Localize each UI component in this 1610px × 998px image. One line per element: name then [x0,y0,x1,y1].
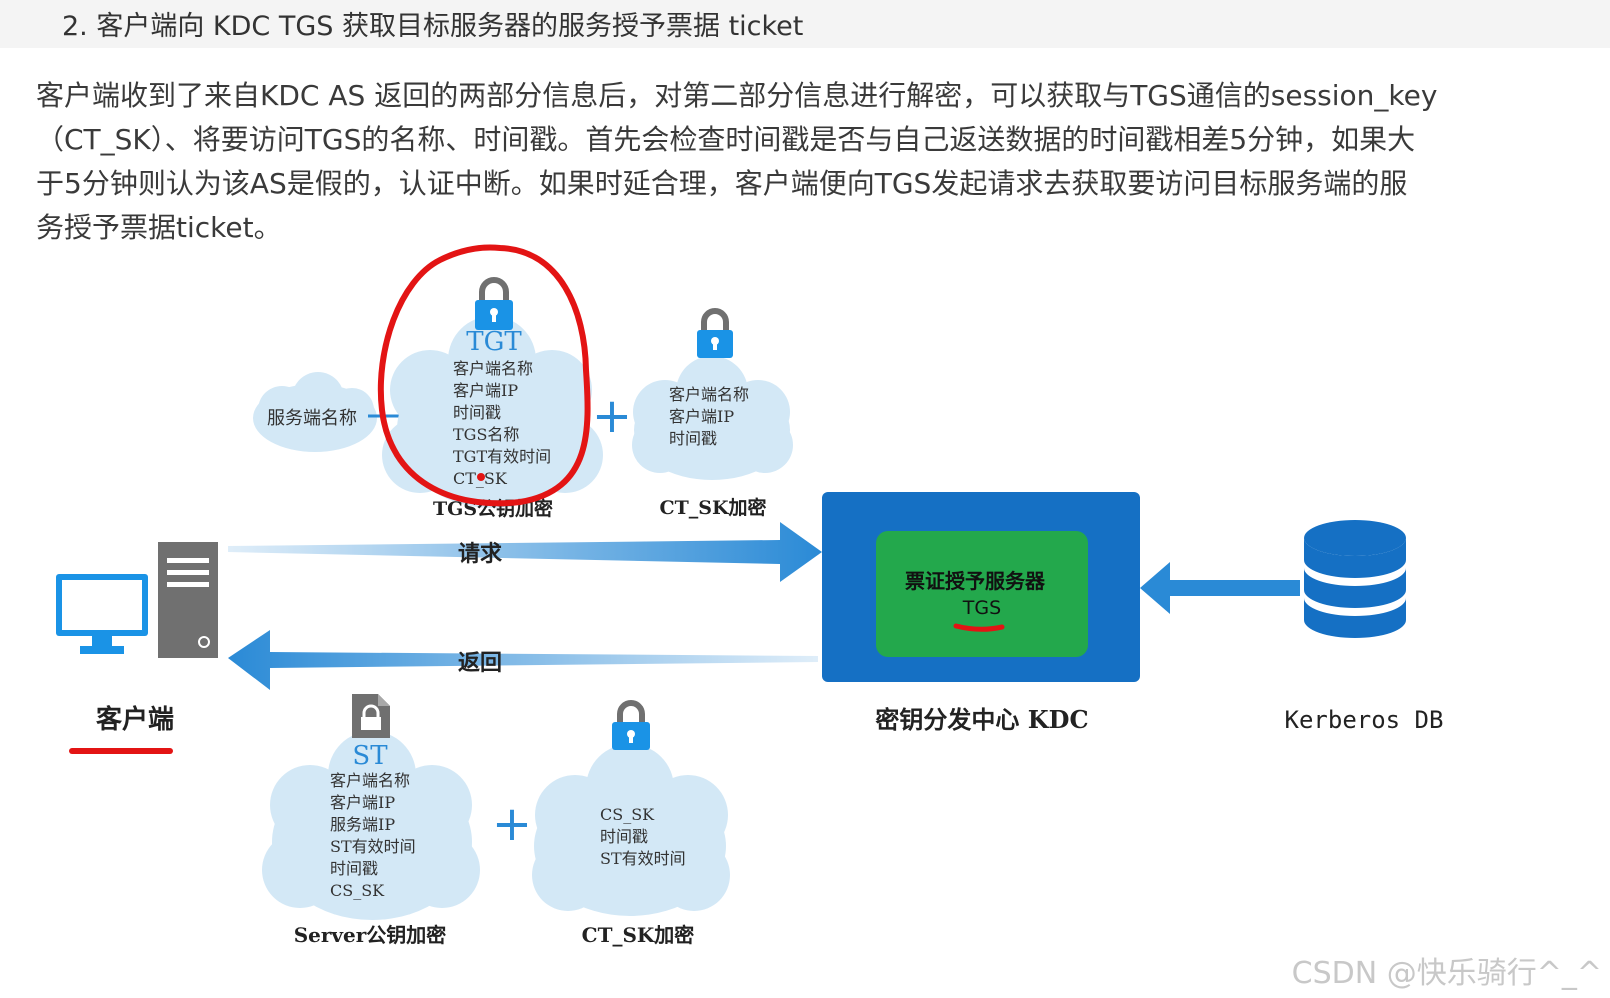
request-arrow-label: 请求 [458,541,502,567]
document-lock-icon [352,694,390,738]
service-name-cloud: 服务端名称 [253,372,377,452]
tgt-cloud [382,316,603,508]
request-arrow [228,522,822,582]
paragraph-line: 务授予票据ticket。 [36,211,282,244]
red-dot-annotation [477,473,485,481]
tgt-field: 时间戳 [453,403,501,422]
client-label: 客户端 [96,704,174,735]
kdc-caption: 密钥分发中心 KDC [875,705,1088,734]
description-paragraph: 客户端收到了来自KDC AS 返回的两部分信息后，对第二部分信息进行解密，可以获… [36,74,1536,250]
st-cloud [262,731,480,920]
paragraph-line: 于5分钟则认为该AS是假的，认证中断。如果时延合理，客户端便向TGS发起请求去获… [36,167,1408,200]
red-circle-annotation [377,244,591,507]
paragraph-line: （CT_SK）、将要访问TGS的名称、时间戳。首先会检查时间戳是否与自己返送数据… [36,123,1416,156]
session-key-cloud [532,744,730,916]
section-heading-bar: 2. 客户端向 KDC TGS 获取目标服务器的服务授予票据 ticket [0,0,1610,48]
authenticator-field: 时间戳 [669,429,717,448]
lock-icon [475,277,513,330]
db-arrow [1140,562,1300,614]
database-icon [1304,520,1406,638]
st-field: ST有效时间 [330,837,416,856]
authenticator-field: 客户端名称 [669,385,749,404]
section-heading: 2. 客户端向 KDC TGS 获取目标服务器的服务授予票据 ticket [62,11,804,42]
tgt-title: TGT [466,327,522,357]
tgs-label: 票证授予服务器 [905,569,1046,593]
authenticator-field: 客户端IP [669,407,734,426]
session-key-field: ST有效时间 [600,849,686,868]
session-key-field: 时间戳 [600,827,648,846]
authenticator-cloud [632,356,793,480]
authenticator-caption: CT_SK加密 [660,496,767,519]
lock-icon [612,700,650,750]
tgt-field: TGS名称 [453,425,519,444]
st-field: 客户端名称 [330,771,410,790]
kerberos-tgs-diagram: 服务端名称 TGT 客户端名称 客户端IP 时间戳 TGS名称 TGT有效时间 … [56,244,1444,947]
session-key-caption: CT_SK加密 [582,923,695,947]
st-field: 时间戳 [330,859,378,878]
kerberos-db-label: Kerberos DB [1285,706,1444,734]
return-arrow [228,630,818,690]
st-caption: Server公钥加密 [294,923,447,947]
kdc-box [822,492,1140,682]
lock-icon [697,308,733,358]
red-underline-annotation [953,623,1005,632]
service-name-label: 服务端名称 [267,408,357,429]
st-field: 客户端IP [330,793,395,812]
st-field: 服务端IP [330,815,395,834]
paragraph-line: 客户端收到了来自KDC AS 返回的两部分信息后，对第二部分信息进行解密，可以获… [36,79,1438,112]
tgt-field: 客户端名称 [453,359,533,378]
st-title: ST [352,741,388,771]
tgt-field: TGT有效时间 [453,447,551,466]
csdn-watermark: CSDN @快乐骑行^_^ [1291,956,1602,991]
tgt-field: 客户端IP [453,381,518,400]
session-key-field: CS_SK [600,805,655,824]
plus-icon: + [592,388,632,444]
tgs-name: TGS [962,597,1001,619]
plus-icon: + [492,796,532,852]
return-arrow-label: 返回 [458,650,502,676]
st-field: CS_SK [330,881,385,900]
client-computer-icon [56,542,218,658]
